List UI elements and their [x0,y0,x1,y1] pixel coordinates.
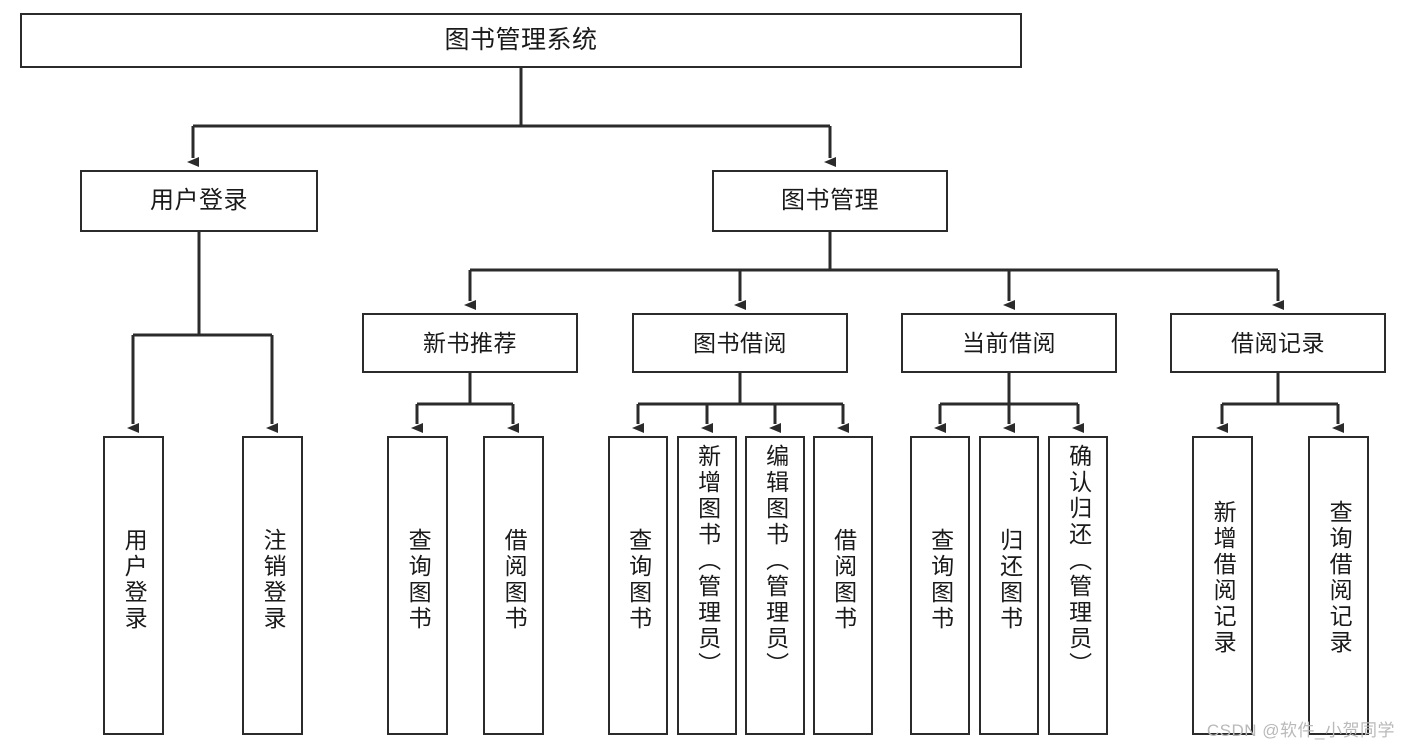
node-root-book-management-system[interactable]: 图书管理系统 [20,13,1022,68]
node-label: 归还图书 [996,528,1023,632]
watermark-text: CSDN @软件_小贺同学 [1206,721,1395,740]
node-leaf-query-book-borrow[interactable]: 查询图书 [608,436,668,735]
node-label: 确认归还（管理员） [1065,444,1092,678]
node-current-borrow[interactable]: 当前借阅 [901,313,1117,373]
node-leaf-confirm-return-admin[interactable]: 确认归还（管理员） [1048,436,1108,735]
node-new-book-recommend[interactable]: 新书推荐 [362,313,578,373]
node-book-management[interactable]: 图书管理 [712,170,948,232]
node-leaf-return-book[interactable]: 归还图书 [979,436,1039,735]
node-leaf-borrow-book-recommend[interactable]: 借阅图书 [483,436,544,735]
node-label: 图书借阅 [693,329,787,356]
node-label: 借阅记录 [1231,329,1325,356]
node-leaf-logout[interactable]: 注销登录 [242,436,303,735]
node-label: 查询借阅记录 [1326,500,1353,656]
node-label: 图书管理系统 [444,26,598,54]
node-label: 借阅图书 [501,528,528,632]
node-leaf-borrow-book[interactable]: 借阅图书 [813,436,873,735]
node-leaf-query-book-current[interactable]: 查询图书 [910,436,970,735]
node-label: 注销登录 [260,528,287,632]
node-label: 编辑图书（管理员） [762,444,789,678]
node-leaf-user-login[interactable]: 用户登录 [103,436,164,735]
node-leaf-query-borrow-record[interactable]: 查询借阅记录 [1308,436,1369,735]
node-label: 新增图书（管理员） [694,444,721,678]
node-leaf-edit-book-admin[interactable]: 编辑图书（管理员） [745,436,805,735]
node-leaf-add-book-admin[interactable]: 新增图书（管理员） [677,436,737,735]
node-book-borrow[interactable]: 图书借阅 [632,313,848,373]
node-label: 新书推荐 [423,329,517,356]
node-label: 用户登录 [150,187,248,215]
node-label: 图书管理 [781,187,879,215]
node-label: 查询图书 [927,528,954,632]
node-leaf-query-book-recommend[interactable]: 查询图书 [387,436,448,735]
node-user-login[interactable]: 用户登录 [80,170,318,232]
node-label: 借阅图书 [830,528,857,632]
node-borrow-record[interactable]: 借阅记录 [1170,313,1386,373]
node-label: 查询图书 [405,528,432,632]
node-leaf-add-borrow-record[interactable]: 新增借阅记录 [1192,436,1253,735]
node-label: 当前借阅 [962,329,1056,356]
node-label: 查询图书 [625,528,652,632]
node-label: 用户登录 [121,528,148,632]
node-label: 新增借阅记录 [1210,500,1237,656]
